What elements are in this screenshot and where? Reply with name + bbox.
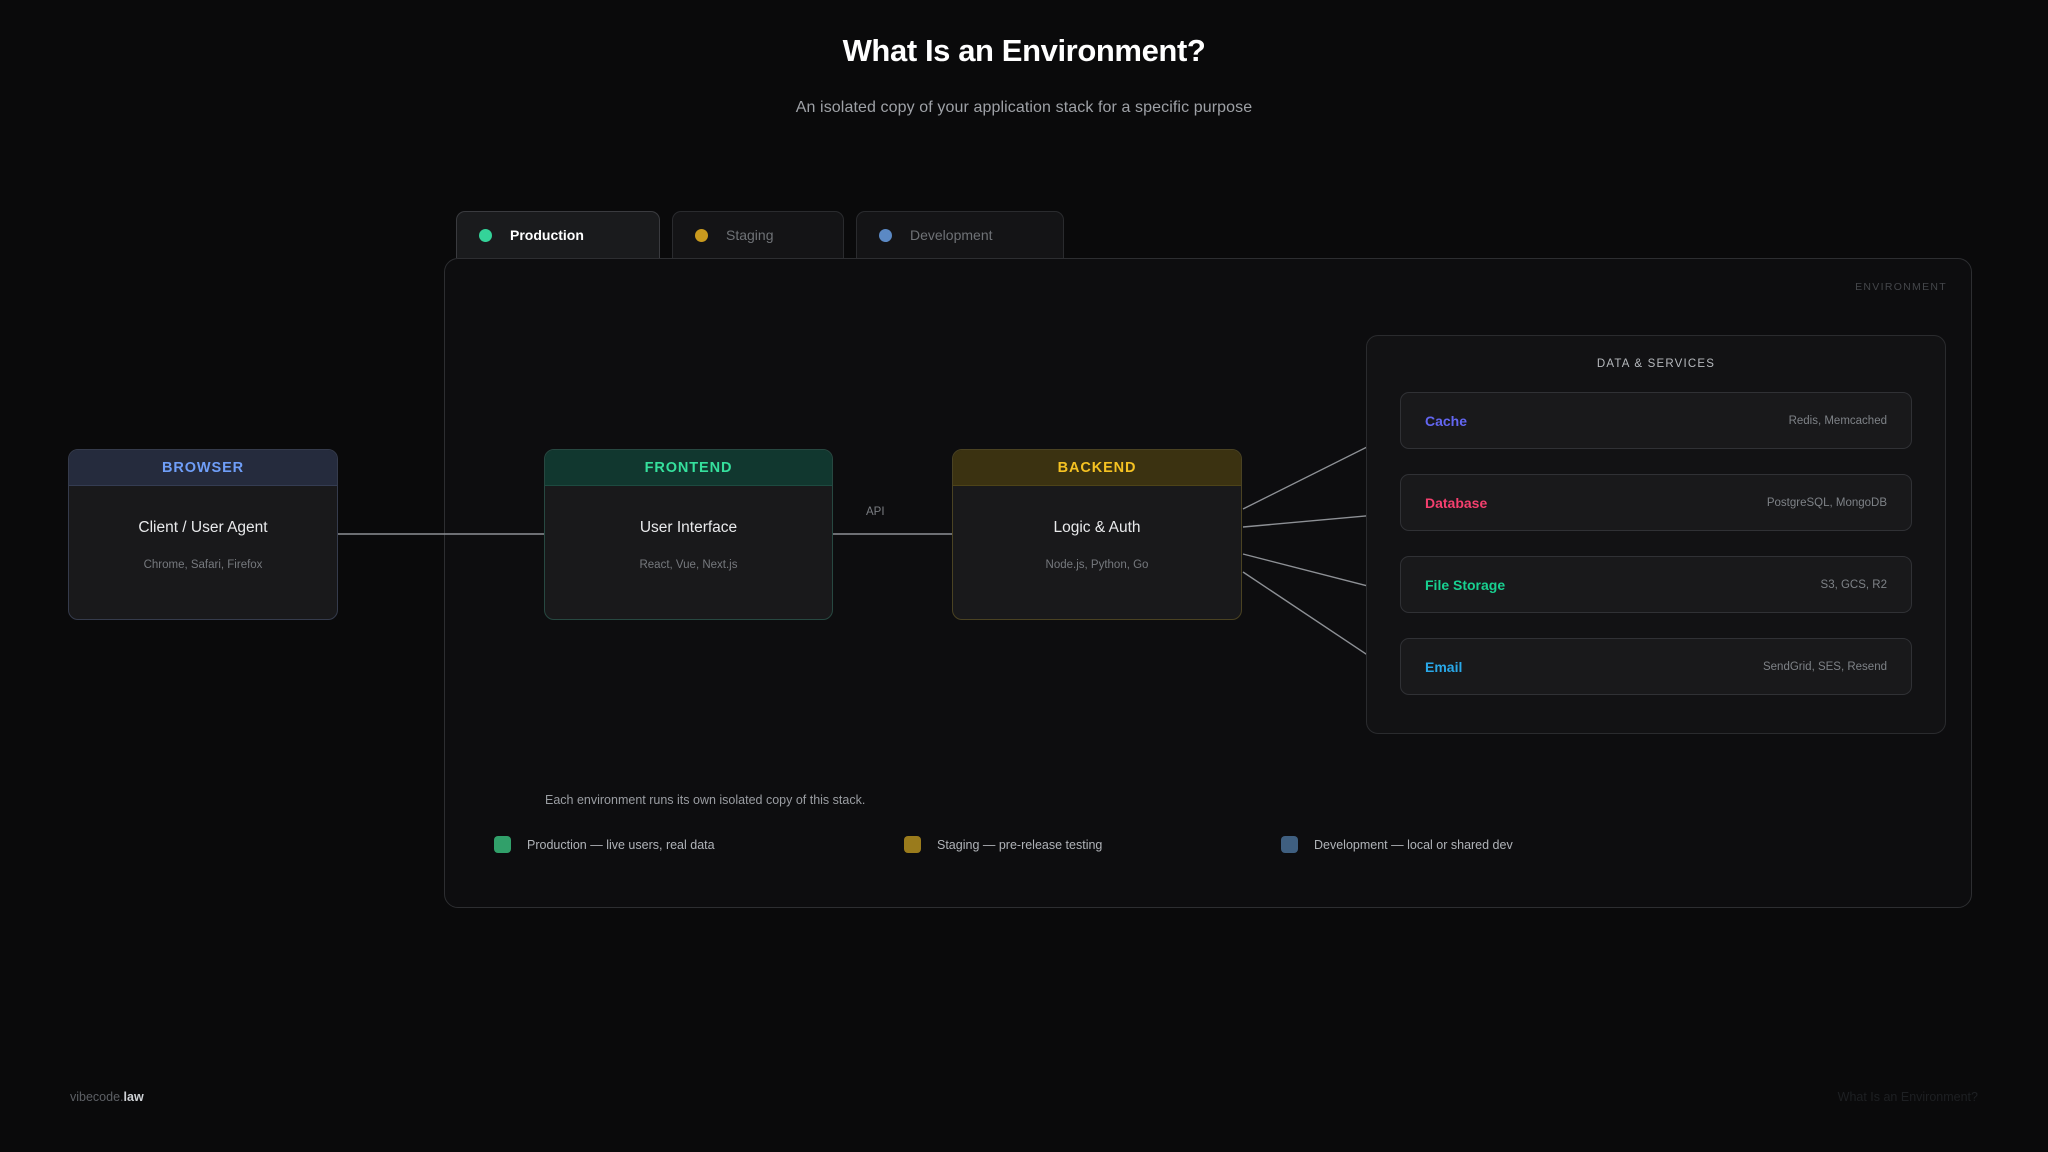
service-row-database[interactable]: Database PostgreSQL, MongoDB (1400, 474, 1912, 531)
legend-swatch-icon (494, 836, 511, 853)
node-frontend[interactable]: FRONTEND User Interface React, Vue, Next… (544, 449, 833, 620)
node-body: Logic & Auth Node.js, Python, Go (953, 486, 1241, 618)
legend-swatch-icon (904, 836, 921, 853)
node-tech: React, Vue, Next.js (639, 559, 738, 571)
tab-development[interactable]: Development (856, 211, 1064, 258)
legend-item-staging: Staging — pre-release testing (904, 836, 1281, 853)
footer-brand-suffix: law (123, 1090, 144, 1104)
data-services-panel: DATA & SERVICES Cache Redis, Memcached D… (1366, 335, 1946, 734)
node-kind-label: BROWSER (69, 450, 337, 486)
legend-swatch-icon (1281, 836, 1298, 853)
status-dot-icon (479, 228, 492, 242)
service-tech: S3, GCS, R2 (1820, 578, 1887, 591)
legend-item-production: Production — live users, real data (494, 836, 904, 853)
footer-slide-label: What Is an Environment? (1837, 1090, 1978, 1104)
tab-staging[interactable]: Staging (672, 211, 844, 258)
tab-label: Staging (726, 227, 774, 243)
status-dot-icon (879, 228, 892, 242)
legend-label: Development — local or shared dev (1314, 837, 1513, 852)
status-dot-icon (695, 228, 708, 242)
legend-item-development: Development — local or shared dev (1281, 836, 1513, 853)
node-kind-label: BACKEND (953, 450, 1241, 486)
node-browser[interactable]: BROWSER Client / User Agent Chrome, Safa… (68, 449, 338, 620)
service-tech: SendGrid, SES, Resend (1762, 660, 1887, 673)
service-name: Cache (1425, 412, 1468, 429)
environment-legend: Production — live users, real data Stagi… (494, 836, 1824, 853)
data-services-title: DATA & SERVICES (1596, 358, 1716, 370)
page-title: What Is an Environment? (842, 33, 1206, 68)
tab-label: Production (510, 227, 584, 243)
node-body: User Interface React, Vue, Next.js (545, 486, 832, 618)
stack-footnote: Each environment runs its own isolated c… (545, 793, 866, 807)
node-title: User Interface (639, 519, 738, 536)
node-kind-label: FRONTEND (545, 450, 832, 486)
legend-label: Staging — pre-release testing (937, 837, 1103, 852)
node-title: Logic & Auth (1053, 519, 1141, 536)
api-connector-label: API (866, 506, 885, 518)
footer-brand-prefix: vibecode. (70, 1090, 124, 1104)
node-title: Client / User Agent (138, 519, 268, 536)
node-tech: Chrome, Safari, Firefox (143, 559, 263, 571)
service-name: Email (1425, 658, 1463, 675)
node-body: Client / User Agent Chrome, Safari, Fire… (69, 486, 337, 618)
service-row-file-storage[interactable]: File Storage S3, GCS, R2 (1400, 556, 1912, 613)
service-tech: Redis, Memcached (1788, 414, 1887, 427)
service-tech: PostgreSQL, MongoDB (1766, 496, 1887, 509)
node-tech: Node.js, Python, Go (1045, 559, 1149, 571)
footer-brand: vibecode.law (70, 1090, 144, 1104)
tab-label: Development (910, 227, 993, 243)
service-row-email[interactable]: Email SendGrid, SES, Resend (1400, 638, 1912, 695)
page-subtitle: An isolated copy of your application sta… (795, 99, 1253, 116)
environment-tabs: Production Staging Development (456, 211, 1064, 258)
node-backend[interactable]: BACKEND Logic & Auth Node.js, Python, Go (952, 449, 1242, 620)
service-name: File Storage (1425, 576, 1506, 593)
service-name: Database (1425, 494, 1488, 511)
environment-tag: ENVIRONMENT (1855, 281, 1947, 293)
service-row-cache[interactable]: Cache Redis, Memcached (1400, 392, 1912, 449)
legend-label: Production — live users, real data (527, 837, 715, 852)
tab-production[interactable]: Production (456, 211, 660, 258)
